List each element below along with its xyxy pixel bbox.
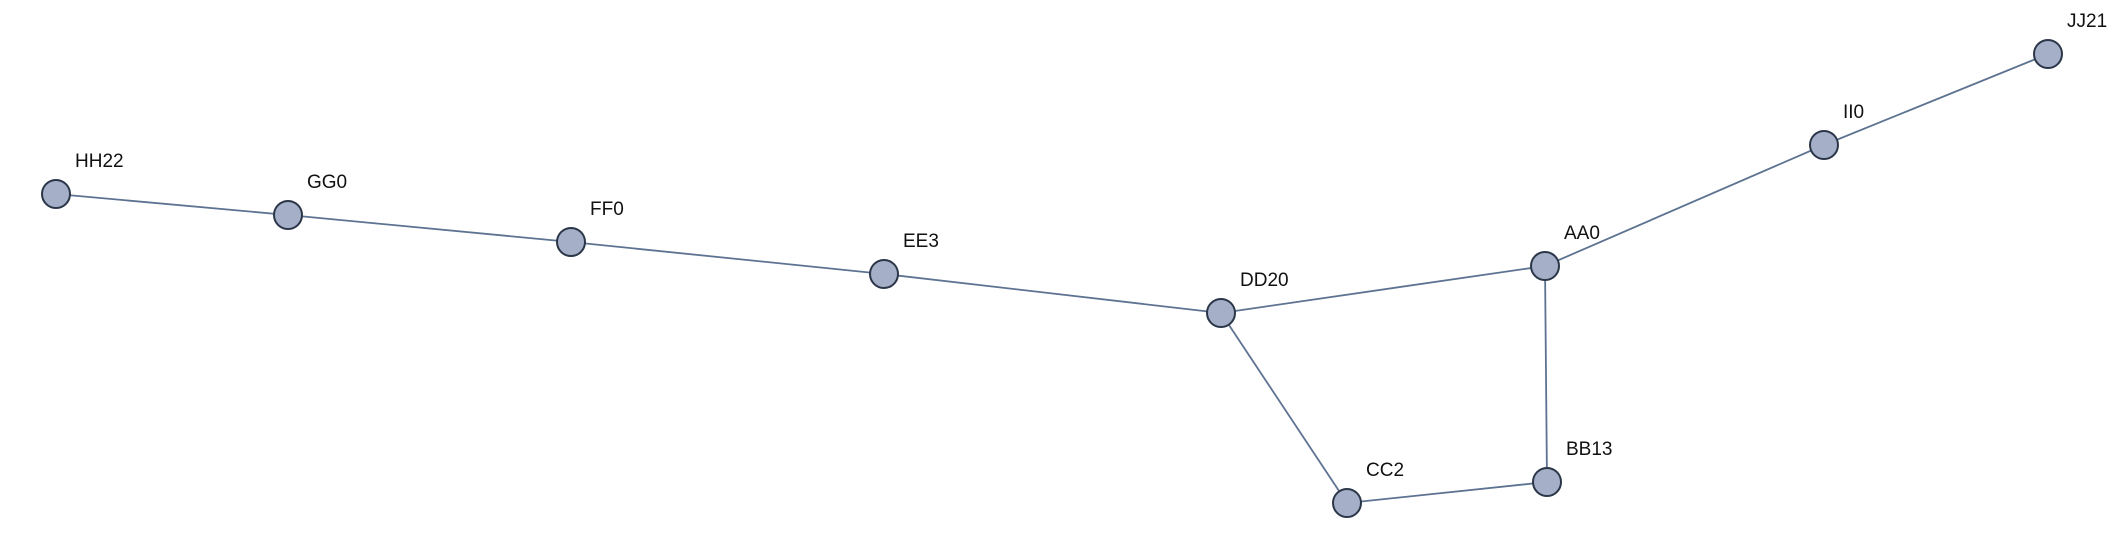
node-label-hh22: HH22	[75, 151, 124, 172]
edge-aa0-bb13	[1544, 265, 1548, 483]
node-label-jj21: JJ21	[2067, 11, 2107, 32]
edges-layer	[55, 53, 2049, 504]
edge-bb13-cc2	[1346, 481, 1548, 504]
edge-hh22-gg0	[55, 193, 289, 216]
node-label-ee3: EE3	[903, 231, 939, 252]
node-cc2[interactable]	[1332, 488, 1362, 518]
node-label-ff0: FF0	[590, 199, 624, 220]
node-aa0[interactable]	[1530, 251, 1560, 281]
edge-aa0-ii0	[1544, 144, 1825, 267]
node-ii0[interactable]	[1809, 130, 1839, 160]
node-ff0[interactable]	[556, 227, 586, 257]
edge-ii0-jj21	[1823, 53, 2049, 146]
nodes-layer	[41, 39, 2063, 518]
edge-ff0-ee3	[570, 241, 885, 275]
edge-dd20-aa0	[1220, 265, 1546, 314]
node-label-gg0: GG0	[307, 172, 347, 193]
node-label-aa0: AA0	[1564, 223, 1600, 244]
node-label-ii0: II0	[1843, 102, 1864, 123]
node-hh22[interactable]	[41, 179, 71, 209]
edge-ee3-dd20	[883, 273, 1222, 314]
node-label-bb13: BB13	[1566, 439, 1612, 460]
node-jj21[interactable]	[2033, 39, 2063, 69]
node-label-dd20: DD20	[1240, 270, 1289, 291]
node-label-cc2: CC2	[1366, 460, 1404, 481]
edge-cc2-dd20	[1220, 312, 1348, 504]
edge-gg0-ff0	[287, 214, 572, 243]
node-dd20[interactable]	[1206, 298, 1236, 328]
node-gg0[interactable]	[273, 200, 303, 230]
node-ee3[interactable]	[869, 259, 899, 289]
node-bb13[interactable]	[1532, 467, 1562, 497]
